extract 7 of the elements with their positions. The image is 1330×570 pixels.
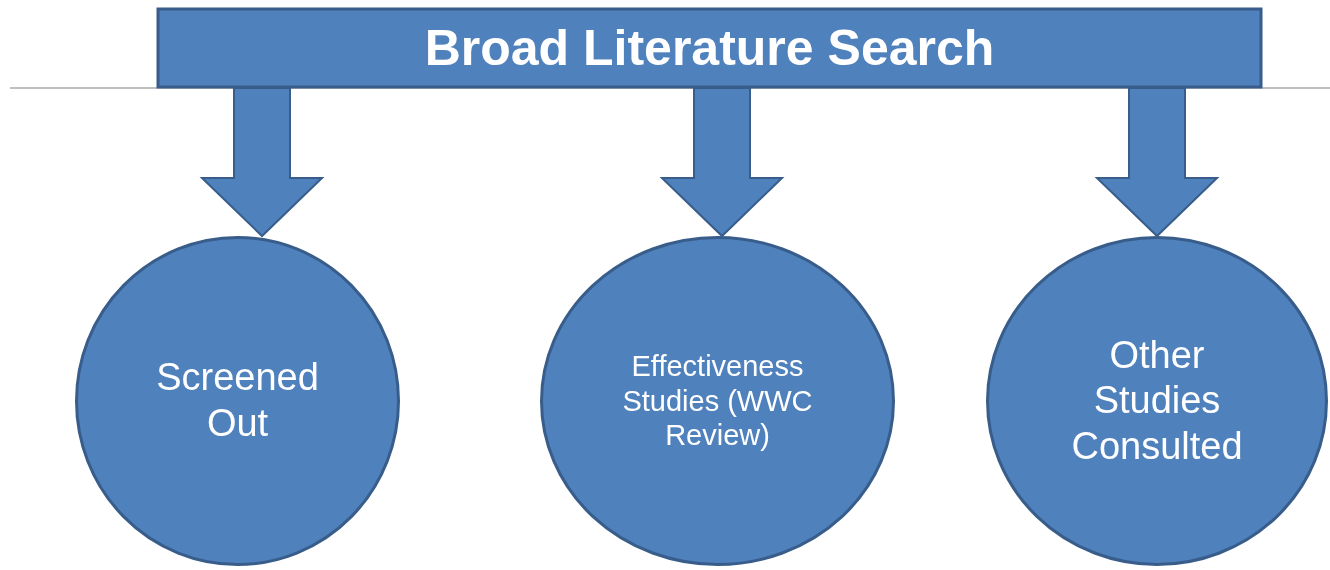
block-arrow	[659, 87, 785, 238]
circle-label: Other Studies Consulted	[1070, 332, 1244, 469]
block-arrow	[199, 87, 325, 238]
banner-title: Broad Literature Search	[424, 19, 995, 78]
circle-label: Screened Out	[155, 355, 320, 446]
block-arrow	[1094, 87, 1220, 238]
circle-label: Effectiveness Studies (WWC Review)	[621, 348, 814, 454]
